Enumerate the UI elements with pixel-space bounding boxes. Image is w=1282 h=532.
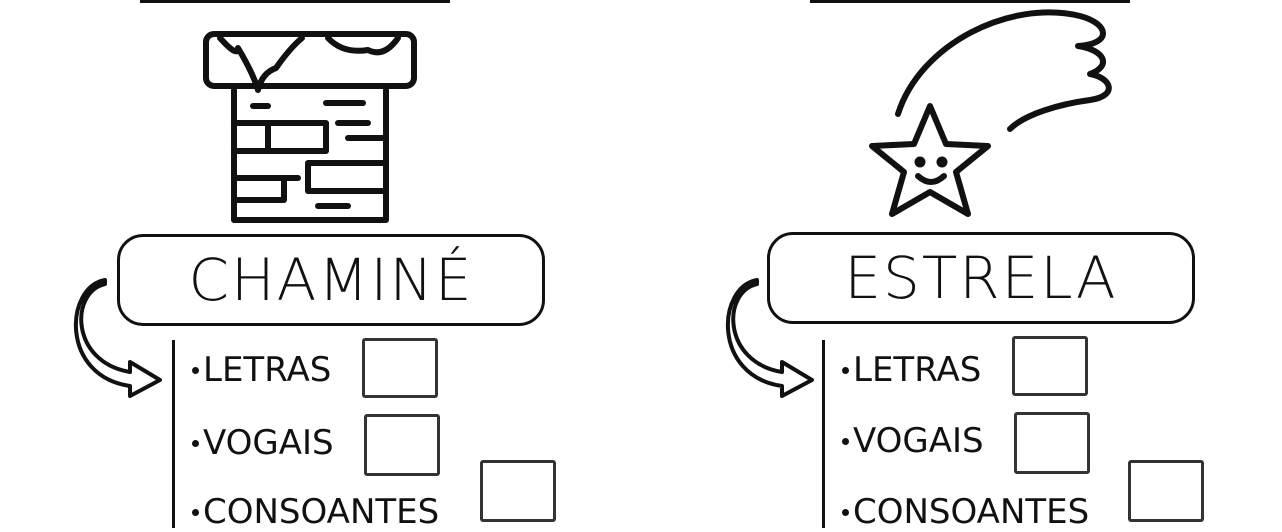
word-card-estrela: ESTRELA LETRAS VOGAIS CONSOANTES [650,0,1250,532]
list-divider [822,340,825,528]
word-box: ESTRELA [767,232,1195,324]
bullet-icon [192,366,199,374]
word-card-chamine: CHAMINÉ LETRAS VOGAIS CONSOANTES [0,0,600,532]
bullet-icon [842,508,849,516]
answer-box-consoantes[interactable] [480,460,556,522]
list-item-letras: LETRAS [842,350,981,390]
item-label: CONSOANTES [853,492,1090,532]
item-label: VOGAIS [853,421,984,461]
word-text: ESTRELA [844,244,1118,312]
word-box: CHAMINÉ [117,234,545,326]
word-text: CHAMINÉ [188,246,474,314]
item-label: LETRAS [203,350,332,390]
answer-box-consoantes[interactable] [1128,460,1204,522]
curved-arrow-icon [725,278,814,398]
list-divider [172,340,175,528]
curved-arrow-icon [73,278,162,398]
answer-box-vogais[interactable] [1014,412,1090,474]
bullet-icon [842,366,849,374]
shooting-star-icon [869,9,1112,217]
bullet-icon [192,508,199,516]
bullet-icon [842,437,849,445]
item-label: VOGAIS [203,423,334,463]
answer-box-letras[interactable] [362,338,438,398]
chimney-icon [203,31,417,223]
item-label: LETRAS [853,350,982,390]
answer-box-letras[interactable] [1012,336,1088,396]
list-item-consoantes: CONSOANTES [192,492,439,532]
answer-box-vogais[interactable] [364,414,440,476]
item-label: CONSOANTES [203,492,440,532]
list-item-letras: LETRAS [192,350,331,390]
list-item-vogais: VOGAIS [192,423,334,463]
bullet-icon [192,439,199,447]
list-item-consoantes: CONSOANTES [842,492,1089,532]
list-item-vogais: VOGAIS [842,421,984,461]
top-edge-strip [140,0,1130,3]
